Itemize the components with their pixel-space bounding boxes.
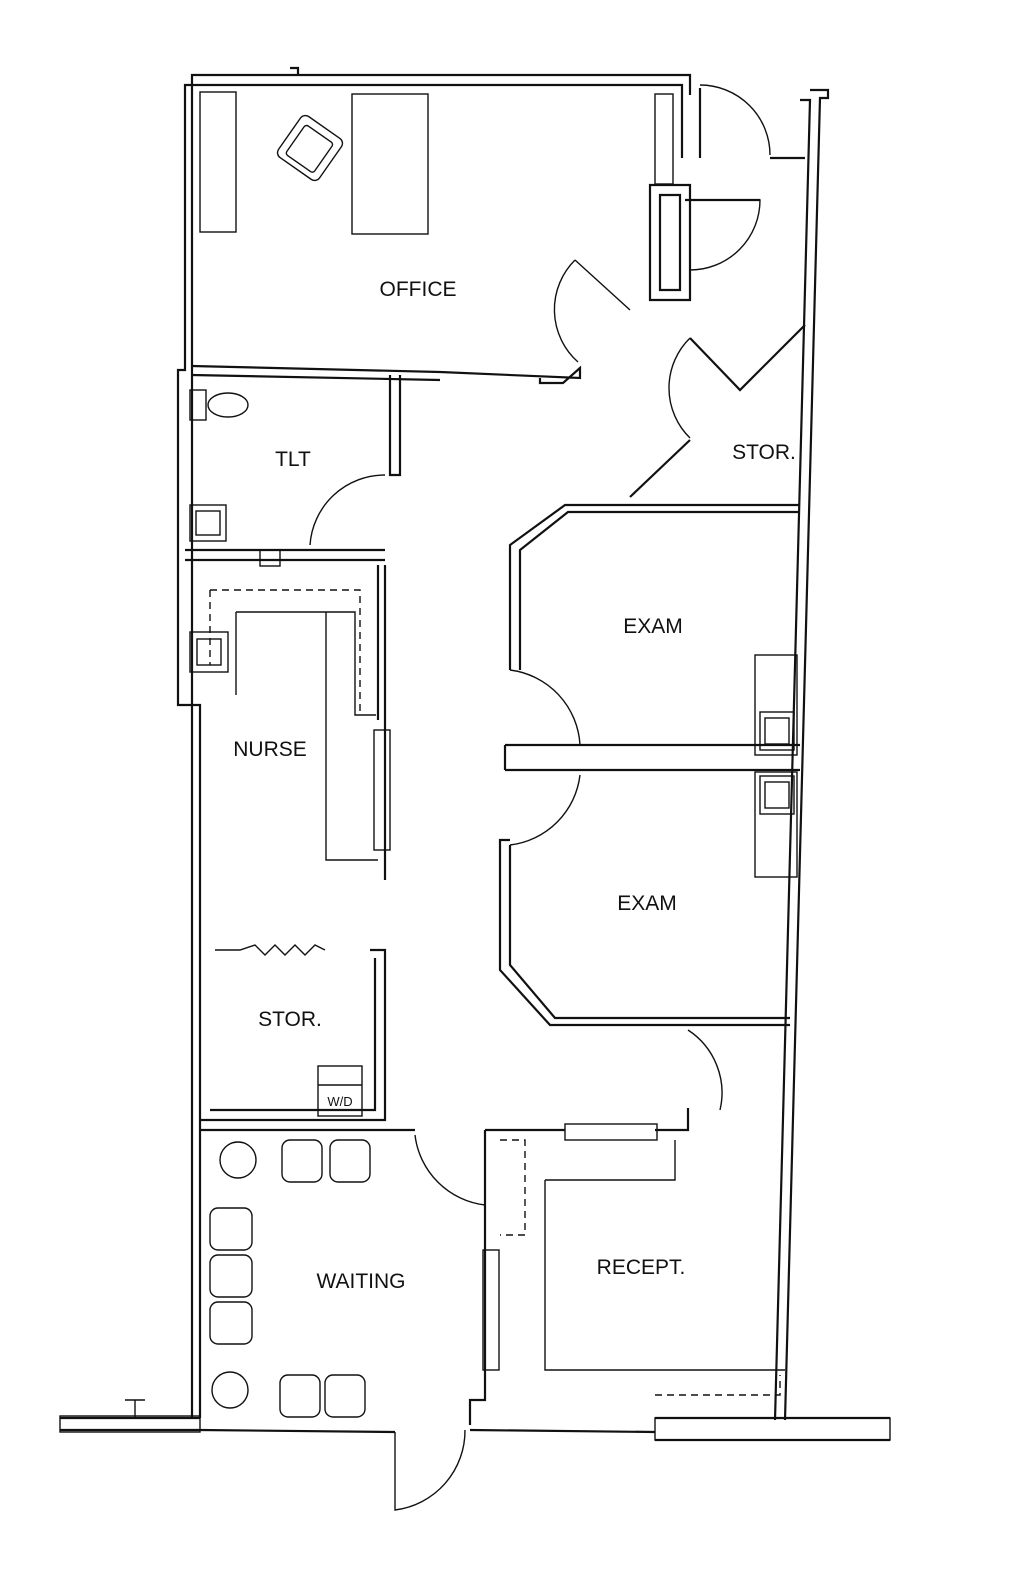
toilet-room [185,375,402,567]
storage-right-label: STOR. [732,441,796,464]
storage-left-label: STOR. [258,1008,322,1031]
nurse-label: NURSE [233,738,307,761]
washer-dryer-label: W/D [327,1094,352,1109]
toilet-label: TLT [275,448,311,471]
exam-upper-label: EXAM [623,615,683,638]
outer-walls [176,66,830,1421]
exam-lower-label: EXAM [617,892,677,915]
nurse-room [189,565,391,880]
exam-rooms [498,503,800,1027]
storage-right-room [629,324,806,498]
office-room [191,84,771,385]
chairs [209,1139,371,1418]
reception-label: RECEPT. [597,1256,686,1279]
waiting-label: WAITING [316,1270,405,1293]
front-wall [59,1399,891,1511]
office-label: OFFICE [380,278,457,301]
storage-left-room [200,944,387,1122]
reception-room [500,1139,785,1396]
waiting-room [200,1029,723,1425]
